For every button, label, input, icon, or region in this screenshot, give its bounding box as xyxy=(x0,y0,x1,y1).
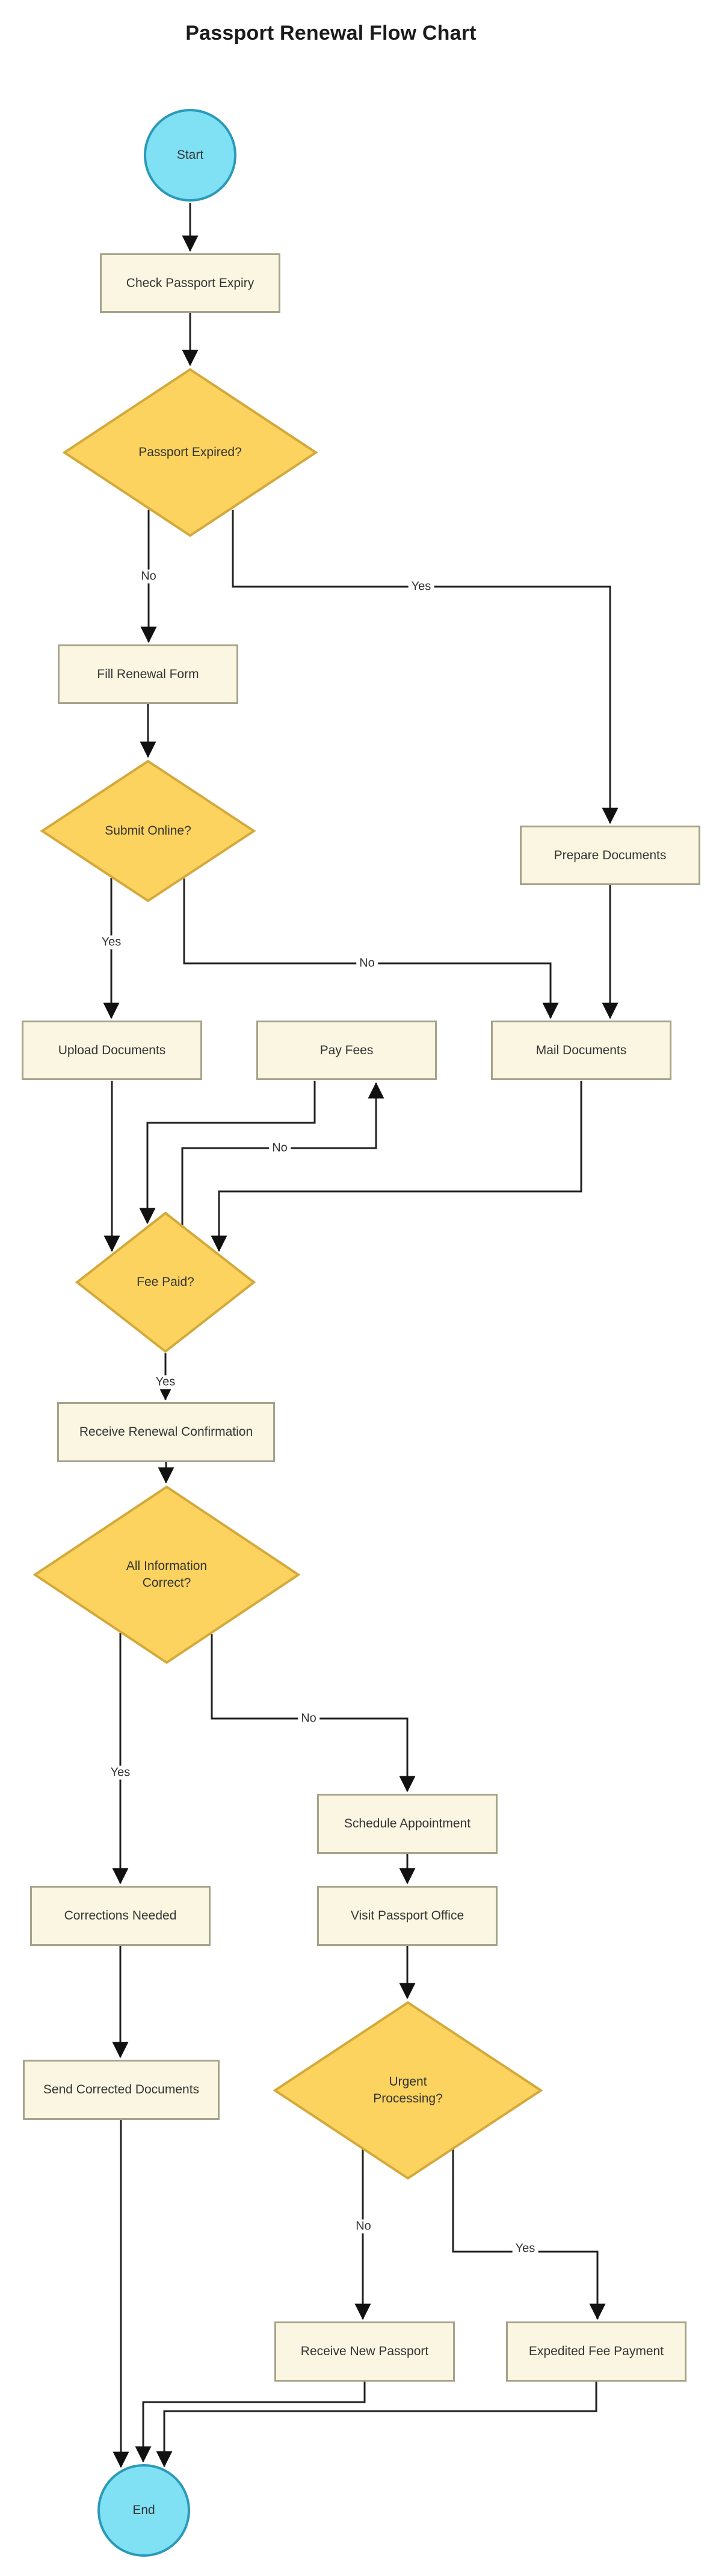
node-check-passport-expiry: Check Passport Expiry xyxy=(100,253,280,313)
node-submit-online: Submit Online? xyxy=(40,759,256,903)
node-end: End xyxy=(97,2464,190,2557)
edge-payfees-feepaid xyxy=(139,1081,316,1225)
diamond-shape xyxy=(63,368,318,537)
diamond-shape xyxy=(40,759,256,903)
node-prepare-documents-label: Prepare Documents xyxy=(554,848,667,862)
node-all-information-correct-label: All Information Correct? xyxy=(126,1558,208,1590)
node-passport-expired-label: Passport Expired? xyxy=(138,445,242,459)
node-check-passport-expiry-label: Check Passport Expiry xyxy=(126,276,255,290)
node-expedited-fee-payment: Expedited Fee Payment xyxy=(506,2321,687,2382)
node-corrections-needed: Corrections Needed xyxy=(30,1886,211,1946)
node-end-label: End xyxy=(132,2503,155,2517)
node-prepare-documents: Prepare Documents xyxy=(520,826,700,885)
node-corrections-needed-label: Corrections Needed xyxy=(64,1909,177,1923)
node-receive-renewal-confirmation: Receive Renewal Confirmation xyxy=(57,1402,275,1462)
node-receive-new-passport-label: Receive New Passport xyxy=(300,2344,429,2358)
edge-label-expired-yes: Yes xyxy=(408,579,434,594)
edge-label-urgent-no: No xyxy=(353,2219,374,2234)
node-fee-paid-label: Fee Paid? xyxy=(137,1274,194,1289)
node-mail-documents-label: Mail Documents xyxy=(535,1043,627,1057)
node-visit-passport-office-label: Visit Passport Office xyxy=(350,1909,464,1923)
node-fill-renewal-form: Fill Renewal Form xyxy=(58,644,238,704)
node-passport-expired: Passport Expired? xyxy=(63,368,318,537)
node-submit-online-label: Submit Online? xyxy=(105,823,191,838)
node-urgent-processing: Urgent Processing? xyxy=(273,2001,543,2180)
diamond-shape xyxy=(33,1485,300,1664)
node-send-corrected-documents-label: Send Corrected Documents xyxy=(43,2083,200,2096)
node-pay-fees-label: Pay Fees xyxy=(319,1043,374,1057)
node-upload-documents: Upload Documents xyxy=(22,1021,202,1080)
edge-expedited-end xyxy=(156,2382,597,2468)
node-start: Start xyxy=(144,109,236,202)
edge-expired-yes-preparedocs xyxy=(232,510,619,824)
node-upload-documents-label: Upload Documents xyxy=(58,1043,166,1057)
edge-maildocs-feepaid xyxy=(211,1081,582,1252)
edge-receivepassport-end xyxy=(135,2382,366,2463)
edge-label-submit-yes: Yes xyxy=(98,935,125,950)
node-receive-renewal-confirmation-label: Receive Renewal Confirmation xyxy=(79,1425,253,1439)
edge-label-feepaid-yes: Yes xyxy=(152,1375,179,1389)
diamond-shape xyxy=(75,1211,256,1353)
page-title: Passport Renewal Flow Chart xyxy=(185,22,477,45)
node-pay-fees: Pay Fees xyxy=(256,1021,437,1080)
edge-label-feepaid-no: No xyxy=(269,1141,291,1155)
node-expedited-fee-payment-label: Expedited Fee Payment xyxy=(528,2344,664,2358)
node-visit-passport-office: Visit Passport Office xyxy=(317,1886,498,1946)
node-all-information-correct: All Information Correct? xyxy=(33,1485,300,1664)
edge-label-allinfo-yes: Yes xyxy=(107,1765,134,1780)
node-fill-renewal-form-label: Fill Renewal Form xyxy=(97,667,199,681)
node-schedule-appointment-label: Schedule Appointment xyxy=(344,1817,471,1830)
edge-label-allinfo-no: No xyxy=(298,1711,319,1726)
node-send-corrected-documents: Send Corrected Documents xyxy=(23,2060,220,2120)
node-fee-paid: Fee Paid? xyxy=(75,1211,256,1353)
node-urgent-processing-label: Urgent Processing? xyxy=(373,2074,443,2105)
node-start-label: Start xyxy=(176,148,204,162)
edge-label-submit-no: No xyxy=(356,956,378,971)
diamond-shape xyxy=(273,2001,543,2180)
node-schedule-appointment: Schedule Appointment xyxy=(317,1794,498,1854)
node-mail-documents: Mail Documents xyxy=(491,1021,671,1080)
edge-label-expired-no: No xyxy=(138,569,159,584)
edge-label-urgent-yes: Yes xyxy=(512,2241,538,2256)
node-receive-new-passport: Receive New Passport xyxy=(274,2321,455,2382)
